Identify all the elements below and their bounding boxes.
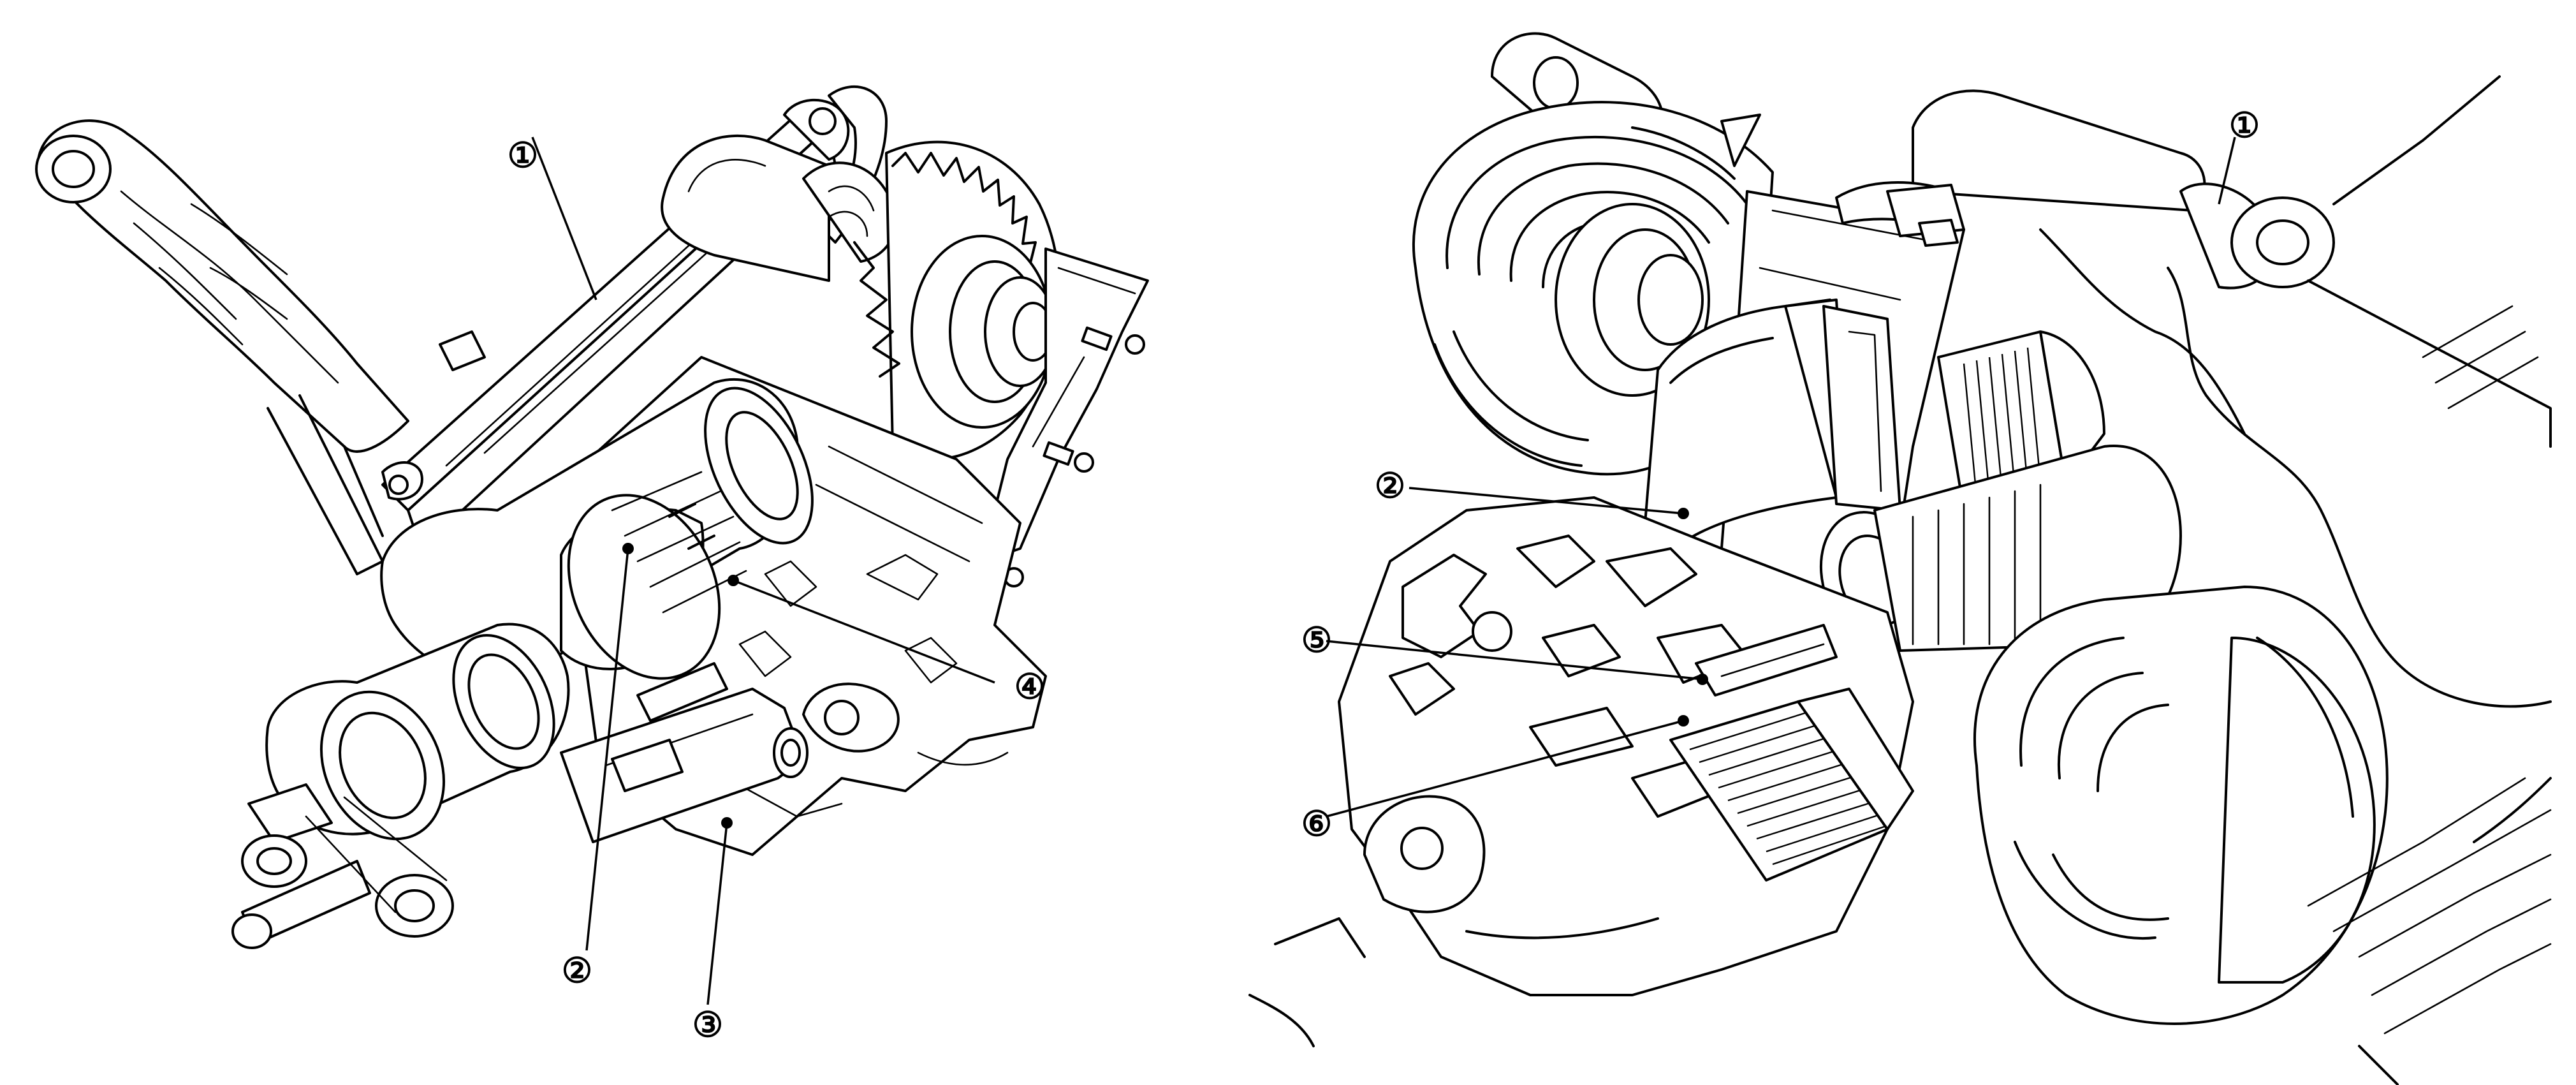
callout-right-1: ① (2229, 107, 2260, 145)
callout-right-2: ② (1375, 467, 1405, 505)
callout-label: ③ (692, 1006, 723, 1044)
callout-right-6: ⑥ (1301, 805, 1332, 843)
pad-hatching (1689, 710, 1887, 866)
large-gear (853, 140, 1071, 461)
callout-label: ② (562, 952, 592, 990)
callout-left-1: ① (508, 137, 538, 175)
callout-left-2: ② (562, 952, 592, 990)
callout-label: ② (1375, 467, 1405, 505)
callout-label: ④ (1014, 668, 1045, 706)
callout-label: ① (2229, 107, 2260, 145)
left-leaders (531, 137, 995, 1005)
right-assembly-illustration: ① ② ⑤ ⑥ (1248, 32, 2552, 1085)
mounting-arm (35, 119, 409, 575)
right-leaders (1326, 137, 2236, 818)
output-drum (1973, 586, 2552, 1085)
callout-right-5: ⑤ (1301, 621, 1332, 660)
shift-drum (380, 378, 814, 681)
lower-shaft-flange (231, 623, 570, 949)
outer-case (1491, 32, 2552, 708)
callout-left-4: ④ (1014, 668, 1045, 706)
callout-label: ① (508, 137, 538, 175)
shift-drum-segment (1644, 299, 1901, 543)
callout-label: ⑥ (1301, 805, 1332, 843)
callout-label: ⑤ (1301, 621, 1332, 660)
detent-pad (1669, 688, 1914, 882)
grille-slats (1963, 347, 2042, 498)
callout-left-3: ③ (692, 1006, 723, 1044)
detent-arm (1695, 624, 1838, 697)
shift-shaft (560, 662, 809, 843)
upper-housing (661, 134, 897, 282)
left-assembly-illustration: ① ② ③ ④ (35, 85, 1149, 1044)
